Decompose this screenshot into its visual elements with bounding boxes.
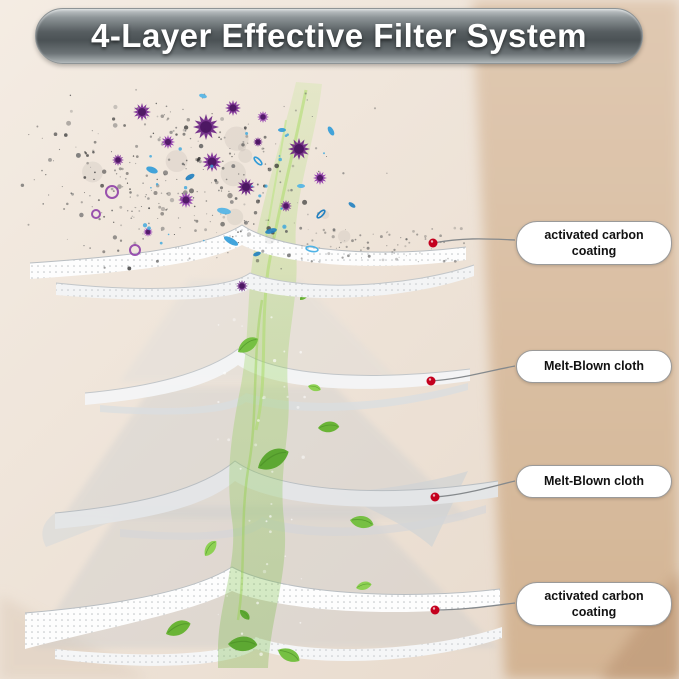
callout-label-line: activated carbon bbox=[544, 588, 644, 603]
pointer-dot-3 bbox=[430, 492, 440, 502]
virus-particles bbox=[112, 100, 327, 292]
layer-1-lip-edge bbox=[55, 264, 475, 289]
callout-label-line: Melt-Blown cloth bbox=[544, 474, 644, 489]
airflow-sparkles bbox=[216, 316, 306, 657]
pointer-dot-3-highlight bbox=[432, 494, 436, 497]
filter-layer-1 bbox=[29, 224, 475, 300]
layer-3-underside bbox=[120, 505, 486, 540]
airflow-streak-2 bbox=[236, 299, 264, 621]
airflow-ribbon bbox=[218, 82, 322, 668]
pointer-dot-2-highlight bbox=[428, 378, 432, 381]
leaves bbox=[166, 291, 374, 662]
pointer-dot-4-highlight bbox=[432, 607, 436, 610]
pointer-dot-2 bbox=[426, 376, 436, 386]
callout-layer-1-activated-carbon: activated carbon coating bbox=[516, 221, 672, 265]
wall-shade-right bbox=[472, 0, 679, 679]
page-title: 4-Layer Effective Filter System bbox=[90, 17, 588, 54]
pointer-line-1 bbox=[432, 238, 516, 244]
dust-particles bbox=[20, 88, 466, 271]
pointer-dot-4 bbox=[430, 605, 440, 615]
layer-1-edge bbox=[29, 224, 467, 264]
pointer-line-3 bbox=[434, 480, 516, 498]
callout-layer-2-melt-blown: Melt-Blown cloth bbox=[516, 350, 672, 383]
pointer-dot-1-highlight bbox=[430, 240, 434, 243]
callout-layer-3-melt-blown: Melt-Blown cloth bbox=[516, 465, 672, 498]
pointer-line-4 bbox=[434, 602, 516, 611]
layer-2-underside bbox=[100, 383, 468, 415]
callout-label-line: Melt-Blown cloth bbox=[544, 359, 644, 374]
pointer-line-2 bbox=[430, 365, 516, 382]
bacteria-particles bbox=[91, 93, 356, 257]
callout-layer-4-activated-carbon: activated carbon coating bbox=[516, 582, 672, 626]
callout-label-line: coating bbox=[571, 244, 617, 258]
callout-pointers bbox=[426, 238, 516, 615]
callout-label-line: activated carbon bbox=[544, 227, 644, 242]
callout-label-line: coating bbox=[571, 605, 617, 619]
title-banner: 4-Layer Effective Filter System bbox=[35, 8, 643, 64]
pointer-dot-1 bbox=[428, 238, 438, 248]
